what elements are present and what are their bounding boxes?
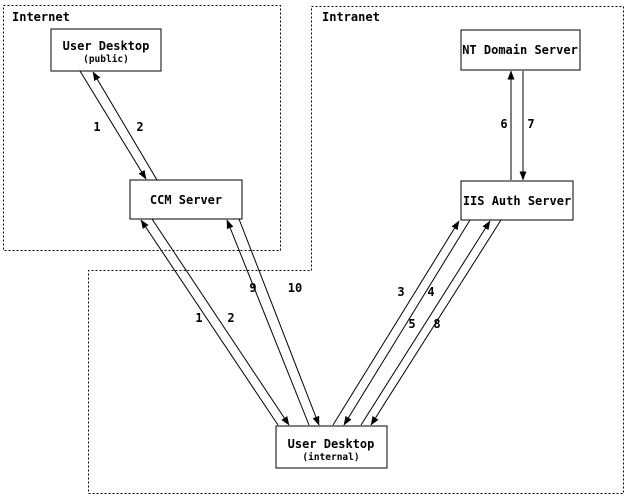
edge-label-1-top: 1 [93,120,100,134]
user-desktop-internal-subtitle: (internal) [302,452,359,463]
edge-label-6: 6 [500,117,507,131]
edge-4-iis-to-internal-desktop [343,219,471,426]
node-user-desktop-internal: User Desktop (internal) [275,425,388,469]
user-desktop-internal-title: User Desktop [288,437,375,451]
node-ccm-server: CCM Server [129,179,243,220]
edge-label-1-bottom: 1 [195,311,202,325]
edge-label-8: 8 [433,317,440,331]
iis-auth-server-box [460,180,574,221]
edge-5-internal-desktop-to-iis [360,220,491,426]
edge-label-10: 10 [288,281,302,295]
node-user-desktop-public: User Desktop (public) [50,28,162,72]
intranet-region-label: Intranet [322,10,380,24]
internet-region-border [3,5,281,251]
nt-domain-server-box [460,29,581,71]
intranet-region-border [88,6,624,494]
edge-label-5: 5 [408,317,415,331]
ccm-server-title: CCM Server [150,193,222,207]
region-internet: Internet [3,5,281,251]
edge-1-internal-desktop-to-ccm [140,219,279,426]
edge-label-3: 3 [397,285,404,299]
user-desktop-public-title: User Desktop [63,39,150,53]
edge-2-ccm-to-public-desktop [92,71,158,181]
user-desktop-internal-box [275,425,388,469]
edge-1-public-desktop-to-ccm [79,70,147,180]
edge-label-4: 4 [427,285,434,299]
node-nt-domain-server: NT Domain Server [460,29,581,71]
iis-auth-server-title: IIS Auth Server [463,194,571,208]
user-desktop-public-box [50,28,162,72]
edge-10-ccm-to-internal-desktop [238,218,320,426]
edge-label-9: 9 [249,281,256,295]
internet-region-label: Internet [12,10,70,24]
edge-2-ccm-to-internal-desktop [151,218,290,426]
user-desktop-public-subtitle: (public) [83,54,129,65]
edge-3-internal-desktop-to-iis [332,220,460,426]
edge-9-internal-desktop-to-ccm [226,219,310,426]
node-iis-auth-server: IIS Auth Server [460,180,574,221]
edge-label-7: 7 [527,117,534,131]
region-intranet: Intranet [88,6,624,494]
nt-domain-server-title: NT Domain Server [462,43,578,57]
edge-label-2-top: 2 [136,120,143,134]
ccm-server-box [129,179,243,220]
edge-8-iis-to-internal-desktop [370,219,502,426]
edge-label-2-bottom: 2 [227,311,234,325]
